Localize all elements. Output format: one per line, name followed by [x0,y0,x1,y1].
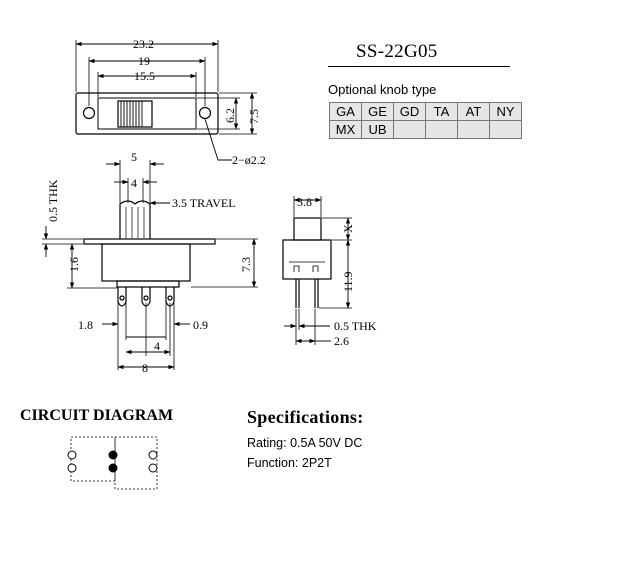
model-number: SS-22G05 [356,41,438,62]
table-row: GA GE GD TA AT NY [329,102,522,121]
knob-cell [457,120,490,139]
dim-side-x: X [341,224,355,233]
knob-ribs [120,101,143,127]
dim-body-height: 6.2 [223,108,237,123]
dim-body-depth: 7.3 [239,257,253,272]
dim-side-height: 11.9 [341,271,355,292]
contact-3 [148,450,158,460]
side-view [282,196,352,345]
dim-terminal-width: 0.9 [193,318,208,332]
contact-common-1 [108,450,118,460]
contact-4 [148,463,158,473]
knob-cell: MX [329,120,362,139]
contact-2 [67,463,77,473]
knob-cell [393,120,426,139]
front-view [42,160,258,370]
dim-terminal-pitch: 4 [154,339,160,353]
circuit-diagram [67,436,158,490]
knob-cell [425,120,458,139]
dim-knob-width: 5 [131,150,137,164]
top-view [75,40,257,161]
dim-knob-inner: 4 [131,176,137,190]
dimension-labels: 23.2 19 15.5 6.2 7.5 2−ø2.2 5 4 3.5 TRAV… [46,37,377,375]
dim-mounting-pitch: 19 [138,54,150,68]
dim-window-length: 15.5 [134,69,155,83]
contact-common-2 [108,463,118,473]
knob-cell: GD [393,102,426,121]
knob-cell: AT [457,102,490,121]
knob-cell: GA [329,102,362,121]
model-underline [328,66,510,67]
knob-cell: UB [361,120,394,139]
dim-terminal-span: 8 [142,361,148,375]
circuit-diagram-title: CIRCUIT DIAGRAM [20,407,174,424]
dim-height-offset: 1.6 [67,257,81,272]
dim-pin-thickness: 0.5 THK [334,319,377,333]
dim-terminal-offset: 1.8 [78,318,93,332]
contact-1 [67,450,77,460]
knob-cell: TA [425,102,458,121]
knob-table-title: Optional knob type [328,82,437,97]
knob-cell: NY [489,102,522,121]
dim-plate-height: 7.5 [247,109,261,124]
spec-function: Function: 2P2T [247,456,332,470]
dim-pin-spacing: 2.6 [334,334,349,348]
specifications-title: Specifications: [247,407,364,427]
knob-cell: GE [361,102,394,121]
spec-rating: Rating: 0.5A 50V DC [247,436,363,450]
knob-cell [489,120,522,139]
dim-side-width: 3.8 [297,195,312,209]
dim-hole: 2−ø2.2 [232,153,266,167]
knob-type-table: GA GE GD TA AT NY MX UB [329,102,522,139]
dim-overall-length: 23.2 [133,37,154,51]
table-row: MX UB [329,120,522,139]
dim-plate-thickness: 0.5 THK [46,179,60,222]
dim-travel: 3.5 TRAVEL [172,196,236,210]
